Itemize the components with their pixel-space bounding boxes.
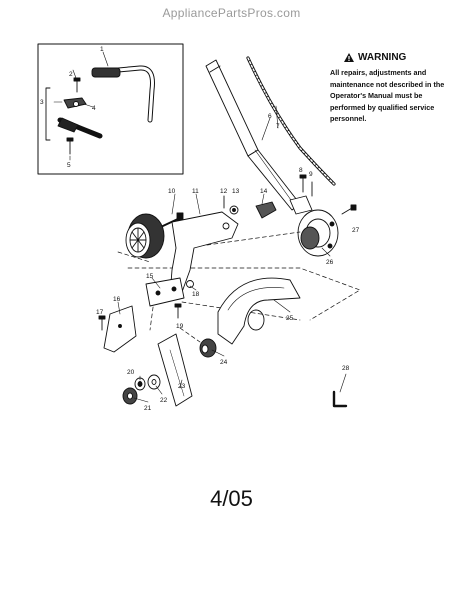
callout-12: 12 [220,188,228,195]
warning-title: WARNING [344,52,448,63]
inset-shaft [57,117,103,139]
part-8-screw [299,174,307,193]
warning-notice: WARNING All repairs, adjustments and mai… [330,52,448,125]
callout-14: 14 [260,188,268,195]
callout-21: 21 [144,405,152,412]
callout-5: 5 [67,162,71,169]
revision-date: 4/05 [210,486,253,511]
part-7-drive-cable [246,56,336,186]
callout-26: 26 [326,259,334,266]
part-22-washer [147,374,161,390]
warning-text: All repairs, adjustments and maintenance… [330,68,445,123]
callout-13: 13 [232,188,240,195]
callout-24: 24 [220,359,228,366]
callout-28: 28 [342,365,350,372]
part-28-hex-key [332,390,348,408]
part-18-nut [186,280,194,288]
callout-17: 17 [96,309,104,316]
callout-7: 7 [276,123,280,130]
part-24-gear [199,338,217,358]
part-17-screw [98,315,106,331]
callout-2: 2 [69,71,73,78]
callout-25: 25 [286,315,294,322]
callout-11: 11 [192,188,199,195]
callout-19: 19 [176,323,184,330]
callout-3: 3 [40,99,44,106]
part-26-gearbox [297,209,339,257]
part-2-screw [73,77,81,93]
part-23-blade [157,333,193,407]
wheel [125,213,165,259]
callout-9: 9 [309,171,313,178]
part-1-handle-grip [91,65,155,123]
callout-18: 18 [192,291,200,298]
site-watermark: AppliancePartsPros.com [162,6,301,20]
part-6-main-shaft [205,59,301,211]
part-16-guard-plate [103,305,137,353]
callout-27: 27 [352,227,360,234]
part-15-plate [145,277,185,307]
callout-4: 4 [92,105,96,112]
part-21-nut [122,387,138,405]
part-27-screw [341,204,357,215]
callout-23: 23 [178,383,186,390]
callout-6: 6 [268,113,272,120]
part-14-latch [255,201,277,219]
part-25-blade-guard [217,277,301,345]
callout-1: 1 [100,46,104,53]
part-13-nut [229,205,239,215]
leader-lines [53,51,347,403]
callout-20: 20 [127,369,135,376]
callout-8: 8 [299,167,303,174]
shaft-clamp [289,195,313,215]
part-11-bracket [169,211,239,297]
callout-16: 16 [113,296,121,303]
callout-labels: 1 2 3 4 5 6 7 8 9 10 11 12 13 14 15 16 1… [40,46,360,412]
callout-22: 22 [160,397,168,404]
part-19-screw [174,303,182,319]
warning-triangle-icon [344,53,354,62]
part-3-bracket [45,87,51,141]
callout-10: 10 [168,188,176,195]
part-4-knob [63,97,87,109]
callout-15: 15 [146,273,154,280]
part-5-screw [66,137,74,155]
inset-frame [37,43,184,175]
warning-title-text: WARNING [358,52,407,63]
